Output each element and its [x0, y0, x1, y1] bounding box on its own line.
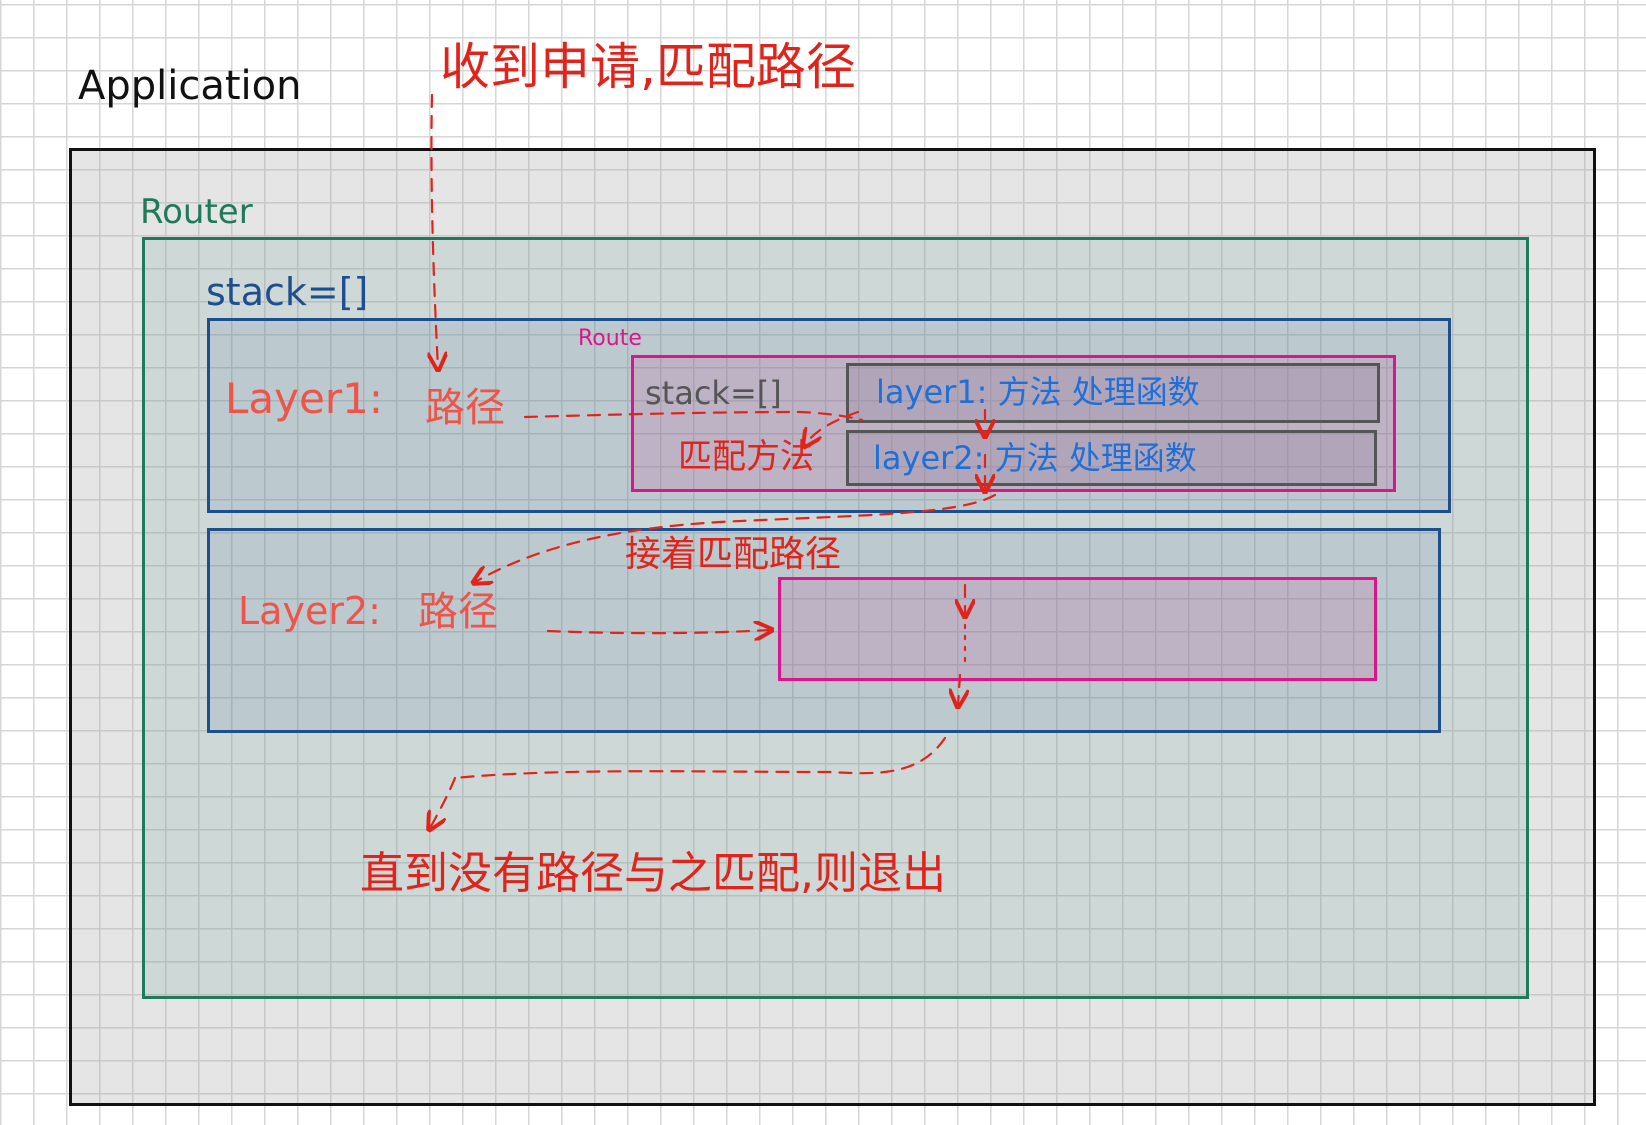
arrow-route-to-next-layer	[475, 493, 997, 582]
layer1-path-label: 路径	[425, 385, 505, 431]
router-stack-label: stack=[]	[206, 270, 369, 314]
arrow-layer1-to-route	[523, 410, 864, 422]
exit-note: 直到没有路径与之匹配,则退出	[360, 848, 946, 899]
arrow-route2-down-2	[958, 673, 960, 705]
route-layer1-box	[846, 363, 1380, 423]
request-note: 收到申请,匹配路径	[440, 38, 856, 96]
match-method-label: 匹配方法	[678, 437, 814, 477]
arrow-to-match-method	[805, 410, 860, 445]
layer2-path-label: 路径	[418, 589, 498, 635]
route-box	[631, 355, 1396, 492]
route-layer2-label: layer2: 方法 处理函数	[873, 439, 1197, 477]
route-stack-label: stack=[]	[645, 374, 782, 412]
route-label: Route	[578, 326, 642, 351]
continue-match-note: 接着匹配路径	[625, 534, 842, 575]
route-layer2-box	[846, 430, 1377, 486]
route-layer1-label: layer1: 方法 处理函数	[876, 373, 1200, 411]
router-label: Router	[140, 192, 253, 232]
application-label: Application	[78, 63, 302, 109]
arrow-exit-head	[430, 776, 457, 828]
layer2-box	[207, 528, 1441, 733]
arrow-to-exit	[453, 736, 947, 780]
layer1-box	[207, 318, 1451, 513]
layer1-label: Layer1:	[225, 374, 383, 423]
arrow-layer2-to-route2	[546, 630, 770, 633]
layer2-label: Layer2:	[238, 589, 381, 633]
application-box	[69, 148, 1596, 1106]
layer2-route-box	[778, 577, 1377, 681]
arrow-request-to-layer1	[431, 93, 438, 368]
